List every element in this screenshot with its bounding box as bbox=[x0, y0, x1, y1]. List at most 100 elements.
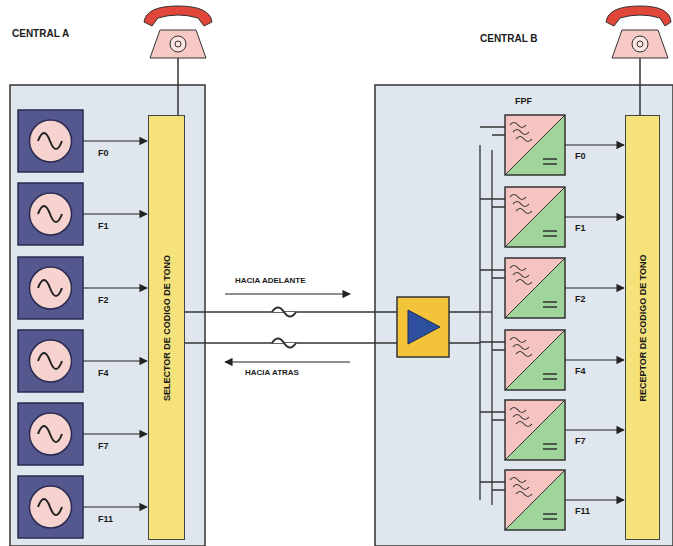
drawing-stroke bbox=[38, 353, 62, 369]
drawing-stroke bbox=[516, 492, 532, 497]
oscillator-symbol bbox=[18, 403, 83, 465]
tone-arrow bbox=[83, 506, 147, 507]
oscillator-symbol bbox=[18, 476, 83, 538]
drawing-stroke bbox=[491, 150, 492, 505]
frequency-label: F4 bbox=[98, 368, 109, 378]
drawing-stroke bbox=[543, 444, 557, 449]
drawing-stroke bbox=[18, 257, 83, 319]
drawing-stroke bbox=[510, 123, 526, 128]
tone-arrow bbox=[83, 287, 147, 288]
drawing-stroke bbox=[449, 312, 480, 343]
drawing-stroke bbox=[479, 145, 480, 500]
drawing-stroke bbox=[505, 400, 565, 460]
drawing-stroke bbox=[510, 266, 526, 271]
direction-label: HACIA ADELANTE bbox=[235, 276, 306, 285]
drawing-stroke bbox=[505, 115, 565, 175]
drawing-stroke bbox=[543, 231, 557, 236]
frequency-label: F4 bbox=[575, 366, 586, 376]
drawing-stroke bbox=[543, 302, 557, 307]
drawing-stroke bbox=[510, 195, 526, 200]
drawing-stroke bbox=[480, 127, 505, 135]
drawing-stroke bbox=[18, 403, 83, 465]
tone-arrow bbox=[83, 213, 147, 214]
drawing-stroke bbox=[505, 187, 565, 247]
repeated-blocks bbox=[18, 110, 624, 538]
telephone-b bbox=[606, 6, 671, 115]
frequency-label: F1 bbox=[575, 223, 586, 233]
drawing-stroke bbox=[38, 426, 62, 442]
band-pass-filter-symbol bbox=[505, 187, 565, 247]
drawing-stroke bbox=[543, 514, 557, 519]
drawing-stroke bbox=[516, 422, 532, 427]
tone-arrow bbox=[83, 433, 147, 434]
filter-bus bbox=[449, 127, 505, 505]
drawing-stroke bbox=[505, 470, 565, 530]
tone-arrow bbox=[565, 144, 624, 145]
drawing-stroke bbox=[505, 400, 565, 460]
drawing-stroke bbox=[505, 400, 565, 460]
drawing-stroke bbox=[505, 330, 565, 390]
band-pass-filter-symbol bbox=[505, 115, 565, 175]
oscillator-symbol bbox=[18, 257, 83, 319]
oscillator-symbol bbox=[18, 110, 83, 172]
exchange-heading: CENTRAL B bbox=[480, 33, 538, 44]
drawing-stroke bbox=[505, 187, 565, 247]
oscillator-symbol bbox=[18, 183, 83, 245]
drawing-stroke bbox=[543, 159, 557, 164]
drawing-stroke bbox=[30, 486, 72, 528]
tone-arrow bbox=[83, 360, 147, 361]
drawing-stroke bbox=[38, 133, 62, 149]
exchange-heading: CENTRAL A bbox=[12, 28, 69, 39]
drawing-stroke bbox=[510, 338, 526, 343]
tone-arrow bbox=[565, 359, 624, 360]
drawing-stroke bbox=[516, 280, 532, 285]
drawing-stroke bbox=[505, 330, 565, 390]
selector-bar: SELECTOR DE CODIGO DE TONO bbox=[148, 115, 185, 540]
frequency-label: F2 bbox=[98, 295, 109, 305]
drawing-stroke bbox=[30, 340, 72, 382]
drawing-stroke bbox=[505, 115, 565, 175]
tone-arrow bbox=[565, 499, 624, 500]
frequency-label: F7 bbox=[575, 436, 586, 446]
drawing-stroke bbox=[516, 352, 532, 357]
drawing-stroke bbox=[30, 267, 72, 309]
band-pass-filter-symbol bbox=[505, 470, 565, 530]
central-b-panel bbox=[375, 85, 673, 546]
drawing-stroke bbox=[505, 187, 565, 247]
drawing-stroke bbox=[513, 485, 529, 490]
frequency-label: F11 bbox=[575, 506, 590, 516]
receptor-bar: RECEPTOR DE CODIGO DE TONO bbox=[625, 115, 660, 540]
drawing-stroke bbox=[505, 258, 565, 318]
tone-arrow bbox=[565, 216, 624, 217]
drawing-stroke bbox=[505, 115, 565, 175]
drawing-stroke bbox=[480, 482, 505, 490]
amplifier-symbol bbox=[397, 297, 449, 357]
frequency-label: F7 bbox=[98, 441, 109, 451]
drawing-stroke bbox=[505, 115, 565, 175]
drawing-stroke bbox=[510, 478, 526, 483]
drawing-stroke bbox=[480, 199, 505, 207]
drawing-stroke bbox=[38, 280, 62, 296]
frequency-label: F2 bbox=[575, 294, 586, 304]
frequency-label: F0 bbox=[575, 151, 586, 161]
drawing-stroke bbox=[18, 330, 83, 392]
frequency-label: F11 bbox=[98, 514, 113, 524]
drawing-stroke bbox=[505, 470, 565, 530]
drawing-stroke bbox=[513, 130, 529, 135]
backward-arrow bbox=[225, 361, 350, 362]
drawing-stroke bbox=[30, 120, 72, 162]
direction-label: HACIA ATRAS bbox=[245, 368, 299, 377]
drawing-stroke bbox=[505, 330, 565, 390]
drawing-stroke bbox=[38, 499, 62, 515]
drawing-stroke bbox=[516, 209, 532, 214]
drawing-stroke bbox=[480, 311, 492, 312]
drawing-stroke bbox=[480, 270, 505, 278]
frequency-label: F1 bbox=[98, 221, 109, 231]
drawing-stroke bbox=[480, 342, 505, 350]
drawing-stroke bbox=[505, 258, 565, 318]
drawing-stroke bbox=[513, 345, 529, 350]
drawing-stroke bbox=[505, 400, 565, 460]
frequency-label: F0 bbox=[98, 148, 109, 158]
tone-arrow bbox=[565, 429, 624, 430]
